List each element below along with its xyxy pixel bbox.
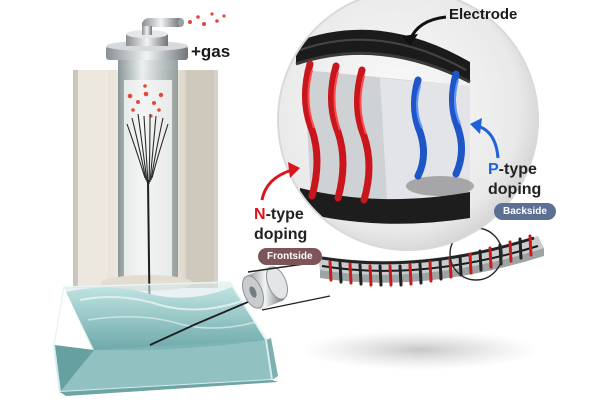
magnified-view: [277, 0, 539, 251]
electrode-label: Electrode: [449, 6, 518, 23]
p-doping-word: doping: [488, 181, 542, 198]
water-bath: [53, 281, 278, 396]
frontside-badge: Frontside: [258, 248, 322, 265]
p-type-doping-label: P-type doping: [488, 160, 541, 200]
n-type-arrow: [260, 168, 293, 201]
fiber-in-bath: [149, 295, 263, 346]
electrode-arrowhead: [402, 34, 418, 46]
reactor-furnace: [73, 56, 218, 291]
nanotube-brush: [126, 113, 169, 185]
gas-particles: [127, 12, 226, 118]
ground-shadow: [300, 330, 540, 370]
fiber-return: [261, 295, 331, 311]
n-doping-word: doping: [254, 226, 308, 243]
n-type-suffix: -type: [265, 206, 304, 223]
p-type-arrowhead: [470, 118, 482, 134]
roller: [242, 266, 288, 310]
backside-badge: Backside: [494, 203, 556, 220]
gas-label: +gas: [191, 42, 231, 61]
n-type-arrowhead: [288, 162, 300, 178]
n-type-doping-label: N-type doping: [254, 205, 307, 245]
substrate-legs: [328, 234, 533, 287]
gas-inlet-flange: [106, 18, 188, 60]
p-type-suffix: -type: [498, 161, 537, 178]
p-type-letter: P: [488, 161, 499, 178]
n-type-letter: N: [254, 206, 266, 223]
